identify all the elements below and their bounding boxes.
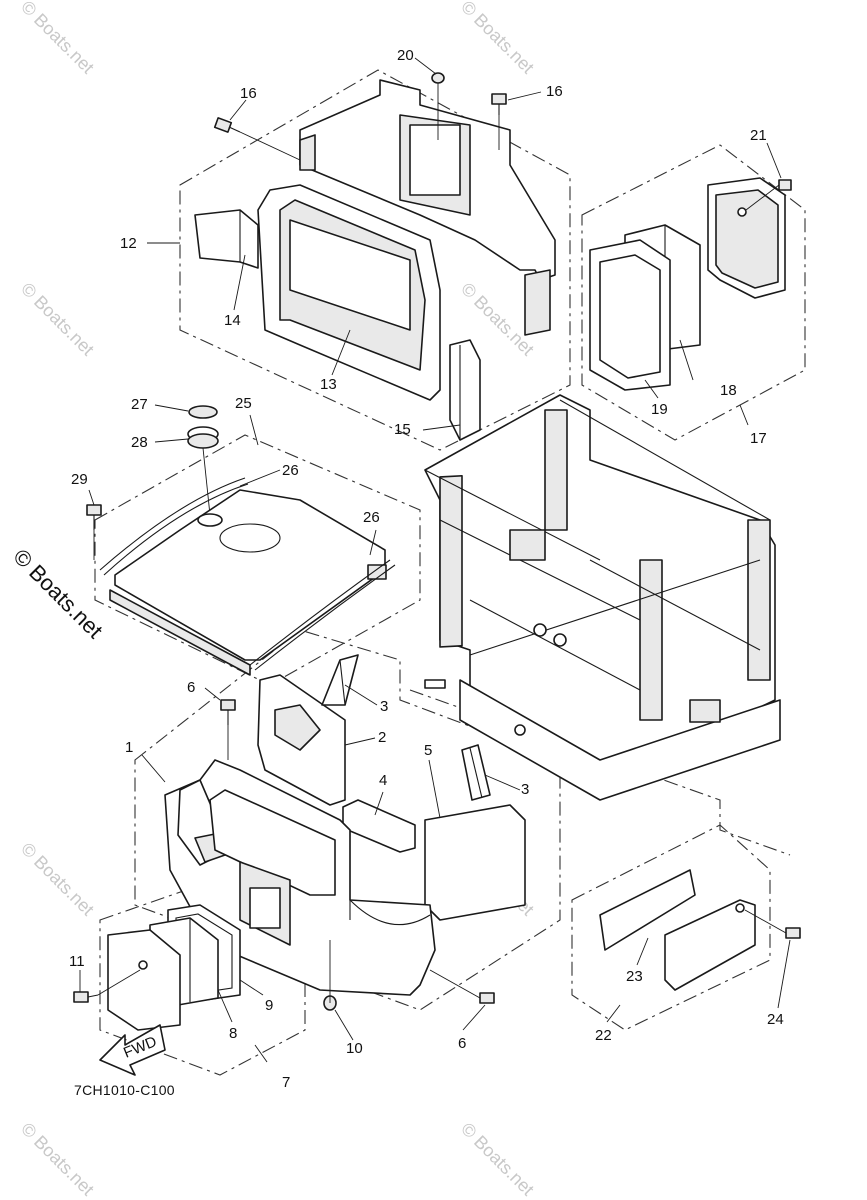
- part-3-block: [321, 654, 359, 706]
- callout-16: 16: [240, 85, 257, 102]
- part-17-assembly: [589, 177, 792, 391]
- watermark: © Boats.net: [457, 1119, 538, 1200]
- diagram-code: 7CH1010-C100: [74, 1082, 175, 1098]
- vehicle-frame: [424, 394, 781, 801]
- callout-20: 20: [397, 47, 414, 64]
- part-23-pad: [599, 869, 696, 951]
- part-26-trim: [99, 477, 396, 671]
- watermark: © Boats.net: [17, 0, 98, 78]
- callout-23: 23: [626, 968, 643, 985]
- part-10-grommet: [323, 940, 337, 1011]
- callout-13: 13: [320, 376, 337, 393]
- part-6-bolt: [429, 969, 495, 1004]
- group-outline-12: [179, 69, 571, 451]
- part-22-cover: [664, 899, 756, 991]
- leader-lines: [79, 57, 791, 1063]
- callout-29: 29: [71, 471, 88, 488]
- callouts: 1 2 3 3 4 5 6 6 7 8 9 10 11 12 13 14 15 …: [69, 47, 784, 1091]
- callout-25: 25: [235, 395, 252, 412]
- callout-7: 7: [282, 1074, 290, 1091]
- callout-6: 6: [187, 679, 195, 696]
- callout-1: 1: [125, 739, 133, 756]
- callout-15: 15: [394, 421, 411, 438]
- watermark: © Boats.net: [17, 1119, 98, 1200]
- part-12-panel-bracket: [299, 79, 556, 336]
- callout-18: 18: [720, 382, 737, 399]
- callout-4: 4: [379, 772, 387, 789]
- part-2-pad: [257, 674, 346, 806]
- part-27-cap: [188, 405, 218, 419]
- callout-12: 12: [120, 235, 137, 252]
- watermark-prominent: © Boats.net: [8, 544, 107, 643]
- part-14-block: [194, 209, 259, 269]
- part-16-bolts: [213, 93, 507, 161]
- callout-14: 14: [224, 312, 241, 329]
- part-7-cover: [107, 929, 181, 1031]
- callout-27: 27: [131, 396, 148, 413]
- callout-3: 3: [380, 698, 388, 715]
- part-6-bolt: [220, 699, 236, 760]
- callout-8: 8: [229, 1025, 237, 1042]
- group-outline-17: [581, 144, 806, 441]
- callout-10: 10: [346, 1040, 363, 1057]
- part-5-panel: [424, 804, 526, 921]
- part-29-bolt: [86, 504, 102, 560]
- part-4-strip: [342, 799, 416, 853]
- callout-22: 22: [595, 1027, 612, 1044]
- callout-26: 26: [282, 462, 299, 479]
- callout-19: 19: [651, 401, 668, 418]
- callout-11: 11: [69, 953, 85, 970]
- watermark: © Boats.net: [17, 279, 98, 360]
- callout-9: 9: [265, 997, 273, 1014]
- part-13-pad: [257, 184, 441, 401]
- callout-28: 28: [131, 434, 148, 451]
- callout-21: 21: [750, 127, 767, 144]
- part-25-lid: [109, 489, 387, 676]
- part-24-bolt: [744, 909, 801, 939]
- part-15-block: [449, 339, 481, 441]
- fwd-arrow-icon: FWD: [99, 1024, 166, 1076]
- callout-3: 3: [521, 781, 529, 798]
- callout-24: 24: [767, 1011, 784, 1028]
- watermark: © Boats.net: [457, 0, 538, 78]
- callout-17: 17: [750, 430, 767, 447]
- callout-5: 5: [424, 742, 432, 759]
- watermark: © Boats.net: [17, 839, 98, 920]
- part-3-block: [461, 744, 491, 801]
- part-28-grommet: [187, 426, 219, 516]
- part-20-grommet: [431, 72, 445, 140]
- callout-2: 2: [378, 729, 386, 746]
- group-outline-25: [94, 434, 421, 686]
- callout-26: 26: [363, 509, 380, 526]
- callout-16: 16: [546, 83, 563, 100]
- part-11-bolt: [73, 969, 141, 1003]
- callout-6: 6: [458, 1035, 466, 1052]
